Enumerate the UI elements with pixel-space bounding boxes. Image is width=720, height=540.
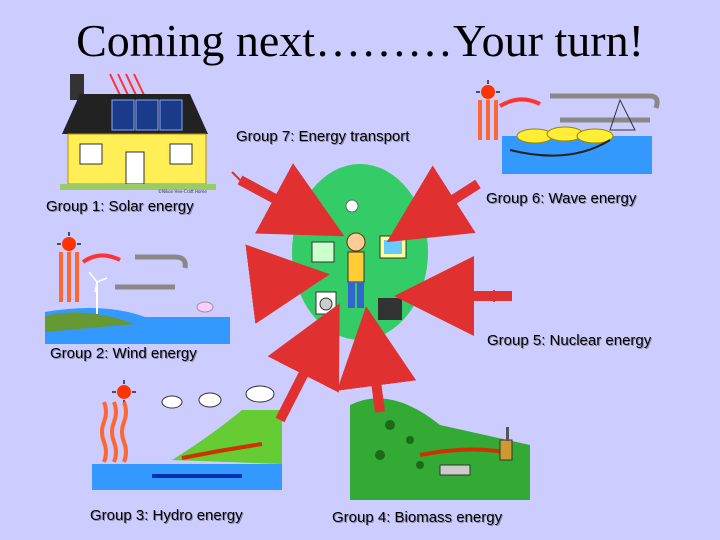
group-5-label: Group 5: Nuclear energy	[487, 332, 652, 349]
slide-title: Coming next………Your turn!	[76, 15, 644, 66]
house-credit: ©Nikon Hee-Craft Home	[158, 189, 207, 194]
arrow-wind	[245, 244, 330, 324]
group-1-label: Group 1: Solar energy	[46, 198, 194, 215]
arrow-wave	[386, 165, 481, 243]
waterfall-icon	[92, 380, 282, 490]
group-2-label: Group 2: Wind energy	[50, 345, 197, 362]
house-solar-icon: ©Nikon Hee-Craft Home	[40, 72, 220, 194]
group-7-label: Group 7: Energy transport	[236, 128, 410, 145]
arrow-hydro	[267, 303, 340, 423]
lightbulb-icon	[345, 199, 359, 213]
group-6-label: Group 6: Wave energy	[486, 190, 637, 207]
group-4-label: Group 4: Biomass energy	[332, 509, 503, 526]
factory-icon	[350, 385, 530, 500]
cloud-icon	[161, 385, 275, 409]
group-3-label: Group 3: Hydro energy	[90, 507, 243, 524]
arrow-solar	[237, 163, 345, 237]
person-icon	[346, 232, 366, 308]
sun-icon	[57, 232, 81, 256]
arrow-biomass	[336, 306, 417, 413]
wave-machine-icon	[460, 80, 670, 180]
wind-turbine-icon	[45, 232, 230, 344]
